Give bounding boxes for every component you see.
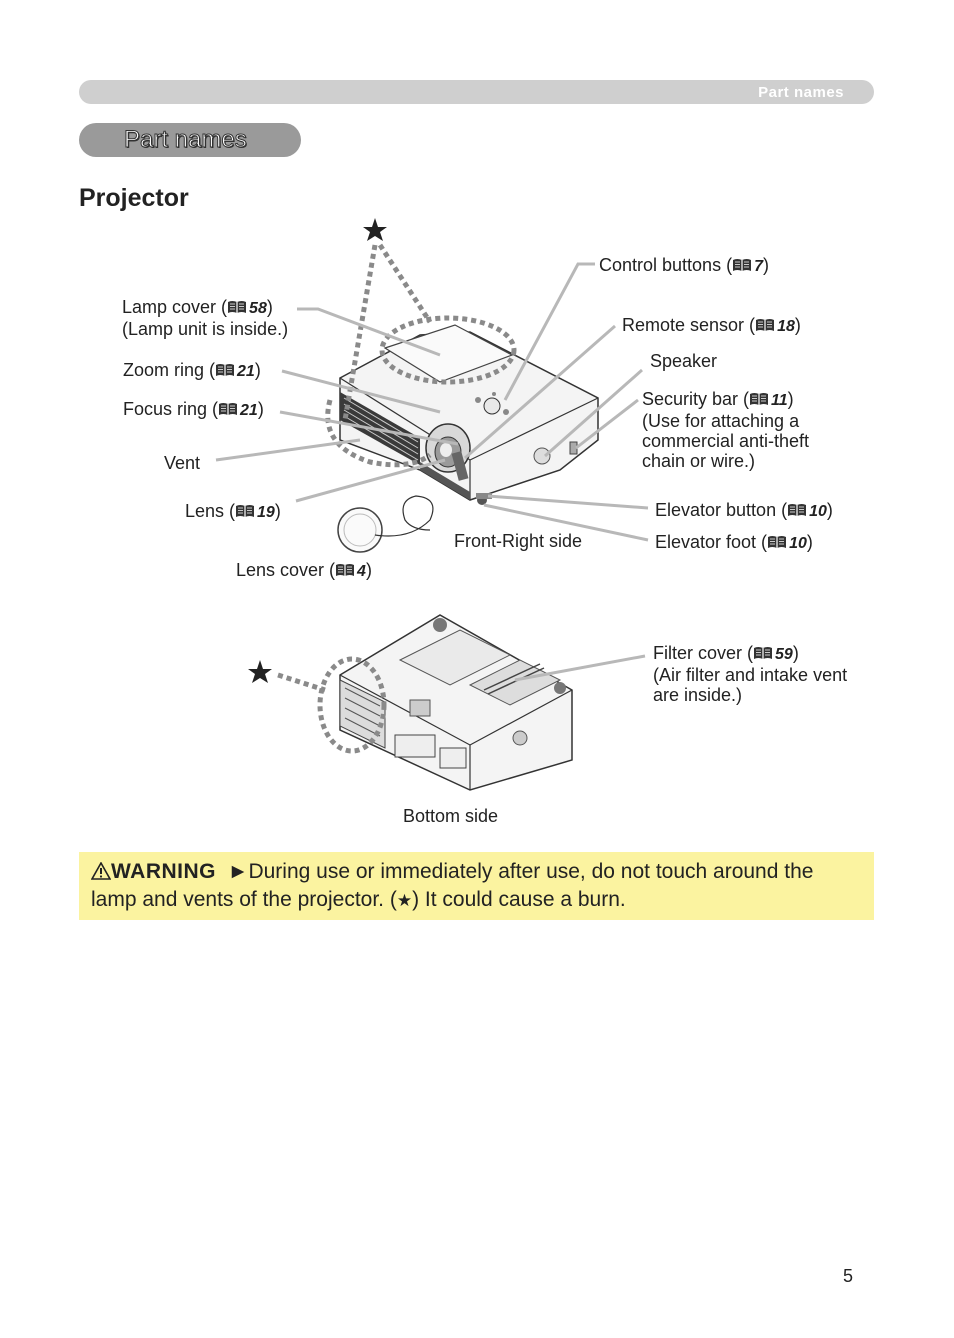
manual-reference-icon: [749, 390, 769, 405]
star-icon: ★: [396, 891, 413, 910]
label-remote-sensor: Remote sensor (18): [622, 315, 801, 335]
projector-bottom: [339, 614, 573, 791]
manual-reference-icon: [215, 361, 235, 376]
section-title: Part names: [124, 126, 248, 154]
manual-reference-icon: [227, 298, 247, 313]
section-title-pill: Part names: [79, 123, 301, 157]
label-vent: Vent: [164, 453, 201, 473]
header-section-label: Part names: [758, 84, 844, 101]
label-elevator-foot: Elevator foot (10): [655, 532, 813, 552]
page-heading: Projector: [79, 184, 189, 212]
leader-lines: [215, 262, 649, 682]
label-bottom-side: Bottom side: [403, 806, 499, 826]
label-elevator-button: Elevator button (10): [655, 500, 833, 520]
manual-reference-icon: [753, 644, 773, 659]
warning-word: WARNING: [111, 860, 216, 883]
page-number: 5: [843, 1266, 854, 1286]
label-security-bar: Security bar (11) (Use for attaching a c…: [642, 389, 810, 471]
label-lens-cover: Lens cover (4): [236, 560, 372, 580]
manual-reference-icon: [335, 561, 355, 576]
label-filter-cover: Filter cover (59) (Air filter and intake…: [653, 643, 848, 705]
label-lens: Lens (19): [185, 501, 281, 521]
manual-reference-icon: [218, 400, 238, 415]
manual-reference-icon: [787, 501, 807, 516]
hot-area-marks-bottom: [248, 656, 387, 754]
header-bar: Part names: [79, 80, 874, 104]
warning-line-1: WARNING ►During use or immediately after…: [90, 858, 814, 886]
manual-reference-icon: [755, 316, 775, 331]
label-zoom-ring: Zoom ring (21): [123, 360, 261, 380]
manual-reference-icon: [732, 256, 752, 271]
label-control-buttons: Control buttons (7): [599, 255, 769, 275]
projector-front-right: [337, 324, 599, 553]
label-front-right-side: Front-Right side: [454, 531, 583, 551]
label-lamp-cover: Lamp cover (58) (Lamp unit is inside.): [122, 297, 289, 339]
warning-line-2: lamp and vents of the projector. (★) It …: [91, 888, 626, 911]
warning-text-1: ►During use or immediately after use, do…: [227, 860, 814, 883]
label-focus-ring: Focus ring (21): [123, 399, 264, 419]
warning-triangle-icon: [90, 861, 112, 880]
manual-reference-icon: [767, 533, 787, 548]
warning-box: WARNING ►During use or immediately after…: [79, 852, 874, 920]
manual-reference-icon: [235, 502, 255, 517]
label-speaker: Speaker: [650, 351, 718, 371]
